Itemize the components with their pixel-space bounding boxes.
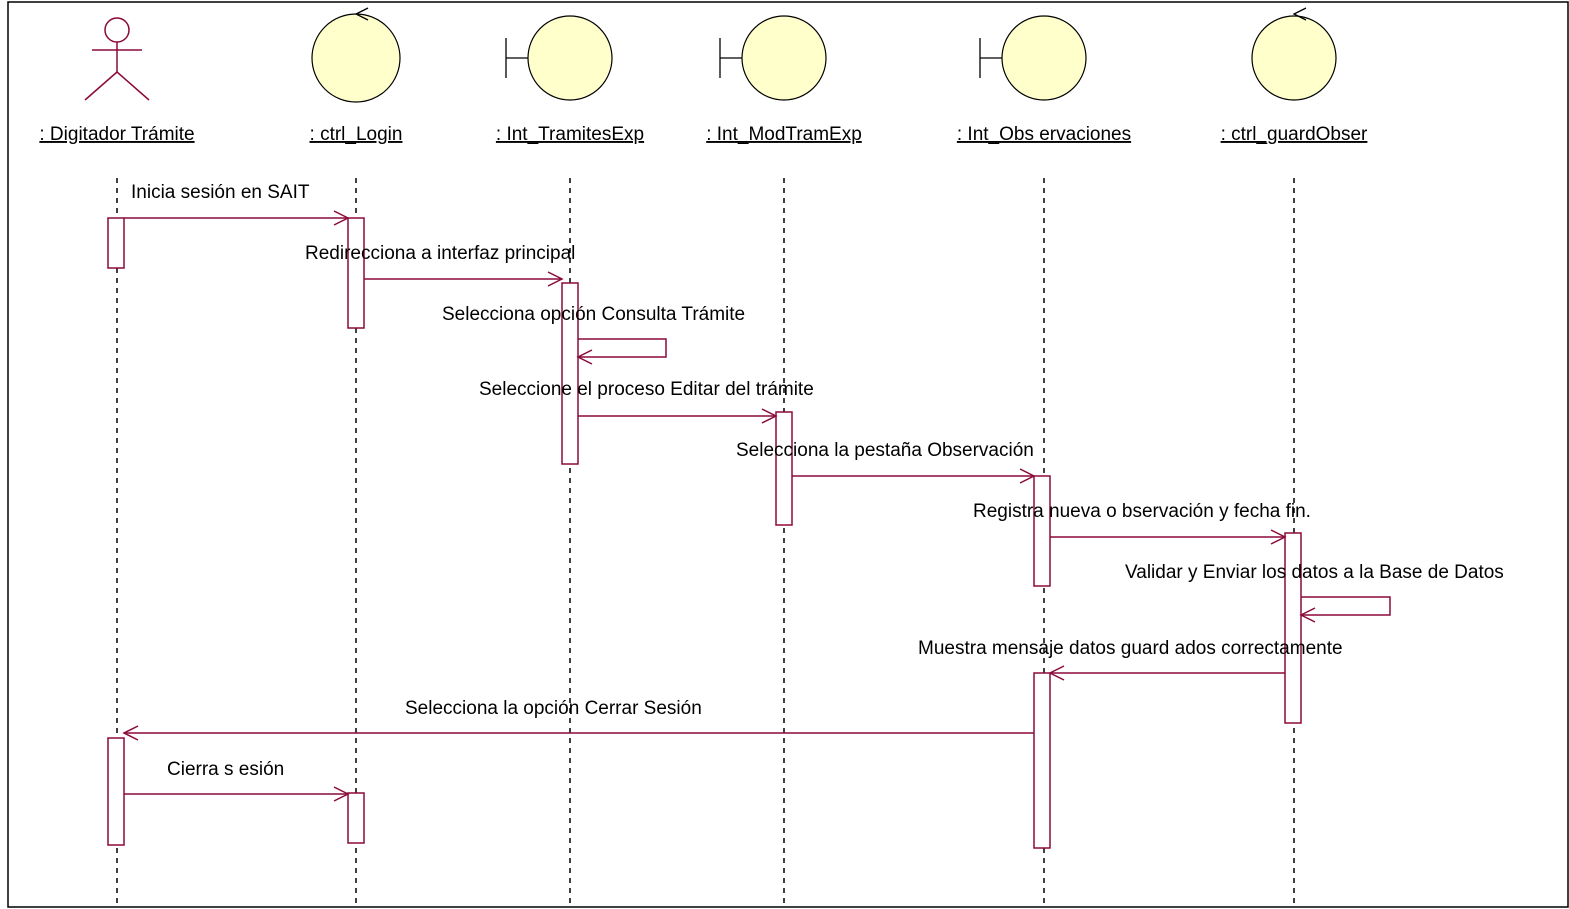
message-label: Seleccione el proceso Editar del trámite [479,379,814,400]
boundary-icon [719,15,827,101]
message-label: Cierra s esión [167,759,284,780]
activation-bar [347,217,365,329]
activation-bar [1284,532,1302,724]
activation-bar [1033,672,1051,849]
boundary-icon [505,15,613,101]
message-label: Redirecciona a interfaz principal [305,243,575,264]
message-label: Validar y Enviar los datos a la Base de … [1125,562,1504,583]
activation-bar [775,411,793,526]
lifeline-label: : Digitador Trámite [39,124,194,145]
activation-bar [1033,475,1051,587]
message-arrow [122,725,1034,741]
message-label: Selecciona la opción Cerrar Sesión [405,698,702,719]
message-label: Muestra mensaje datos guard ados correct… [918,638,1343,659]
lifeline-label: : Int_Obs ervaciones [957,124,1131,145]
activation-bar [107,737,125,846]
lifeline-label: : ctrl_Login [310,124,403,145]
lifeline-label: : Int_TramitesExp [496,124,644,145]
control-icon [311,7,401,103]
message-arrow [124,786,350,802]
message-label: Selecciona la pestaña Observación [736,440,1034,461]
message-label: Inicia sesión en SAIT [131,182,310,203]
self-message-arrow [576,338,667,365]
lifeline-label: : ctrl_guardObser [1221,124,1368,145]
message-arrow [364,271,564,287]
self-message-arrow [1299,596,1391,623]
message-arrow [124,210,350,226]
message-arrow [792,468,1036,484]
boundary-icon [979,15,1087,101]
message-arrow [578,408,778,424]
lifeline-label: : Int_ModTramExp [706,124,862,145]
activation-bar [561,282,579,465]
control-icon [1251,7,1337,101]
actor-icon [84,17,150,101]
message-label: Registra nueva o bservación y fecha fin. [973,501,1311,522]
activation-bar [107,217,125,269]
message-arrow [1048,665,1285,681]
message-label: Selecciona opción Consulta Trámite [442,304,745,325]
message-arrow [1050,529,1287,545]
activation-bar [347,792,365,844]
